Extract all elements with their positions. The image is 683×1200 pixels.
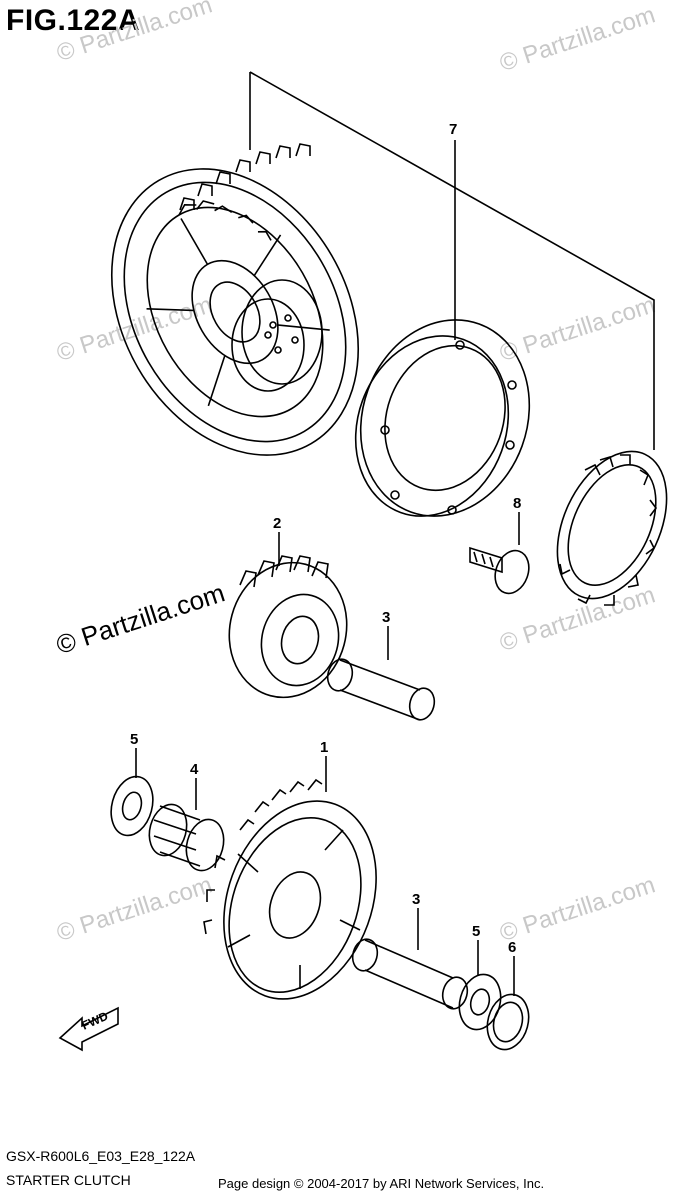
callout-3: 3 — [382, 609, 390, 626]
starter-clutch-housing — [354, 319, 531, 517]
thrust-washer — [110, 775, 154, 837]
gear-teeth — [179, 143, 311, 211]
callout-8: 8 — [513, 495, 521, 512]
callout-2: 2 — [273, 515, 281, 532]
bolt — [469, 546, 530, 595]
idle-gear-shaft — [326, 658, 436, 721]
callout-labels: 7 8 2 3 5 4 1 3 5 6 — [130, 121, 521, 956]
callout-7: 7 — [449, 121, 457, 138]
section-title: STARTER CLUTCH — [6, 1172, 131, 1188]
diagram-code: GSX-R600L6_E03_E28_122A — [6, 1148, 196, 1164]
callout-4: 4 — [190, 761, 199, 778]
bracket-lines — [249, 71, 655, 450]
thrust-washer-lower — [458, 973, 502, 1031]
callout-3: 3 — [412, 891, 420, 908]
gear-hub — [231, 279, 323, 392]
figure-title: FIG.122A — [6, 4, 141, 37]
copyright-credit: Page design © 2004-2017 by ARI Network S… — [218, 1176, 545, 1191]
fwd-label: FWD — [80, 1009, 111, 1033]
one-way-clutch — [556, 450, 668, 606]
washer — [486, 993, 530, 1051]
starter-clutch-gear — [203, 778, 377, 1000]
starter-idle-gear — [228, 555, 348, 699]
callout-5: 5 — [130, 731, 138, 748]
callout-6: 6 — [508, 939, 516, 956]
leader-lines — [135, 512, 520, 996]
callout-5: 5 — [472, 923, 480, 940]
fwd-arrow-icon — [58, 1006, 119, 1052]
needle-bearing — [148, 803, 225, 872]
starter-driven-gear — [110, 168, 360, 456]
clutch-gear-shaft — [351, 938, 469, 1010]
callout-1: 1 — [320, 739, 328, 756]
